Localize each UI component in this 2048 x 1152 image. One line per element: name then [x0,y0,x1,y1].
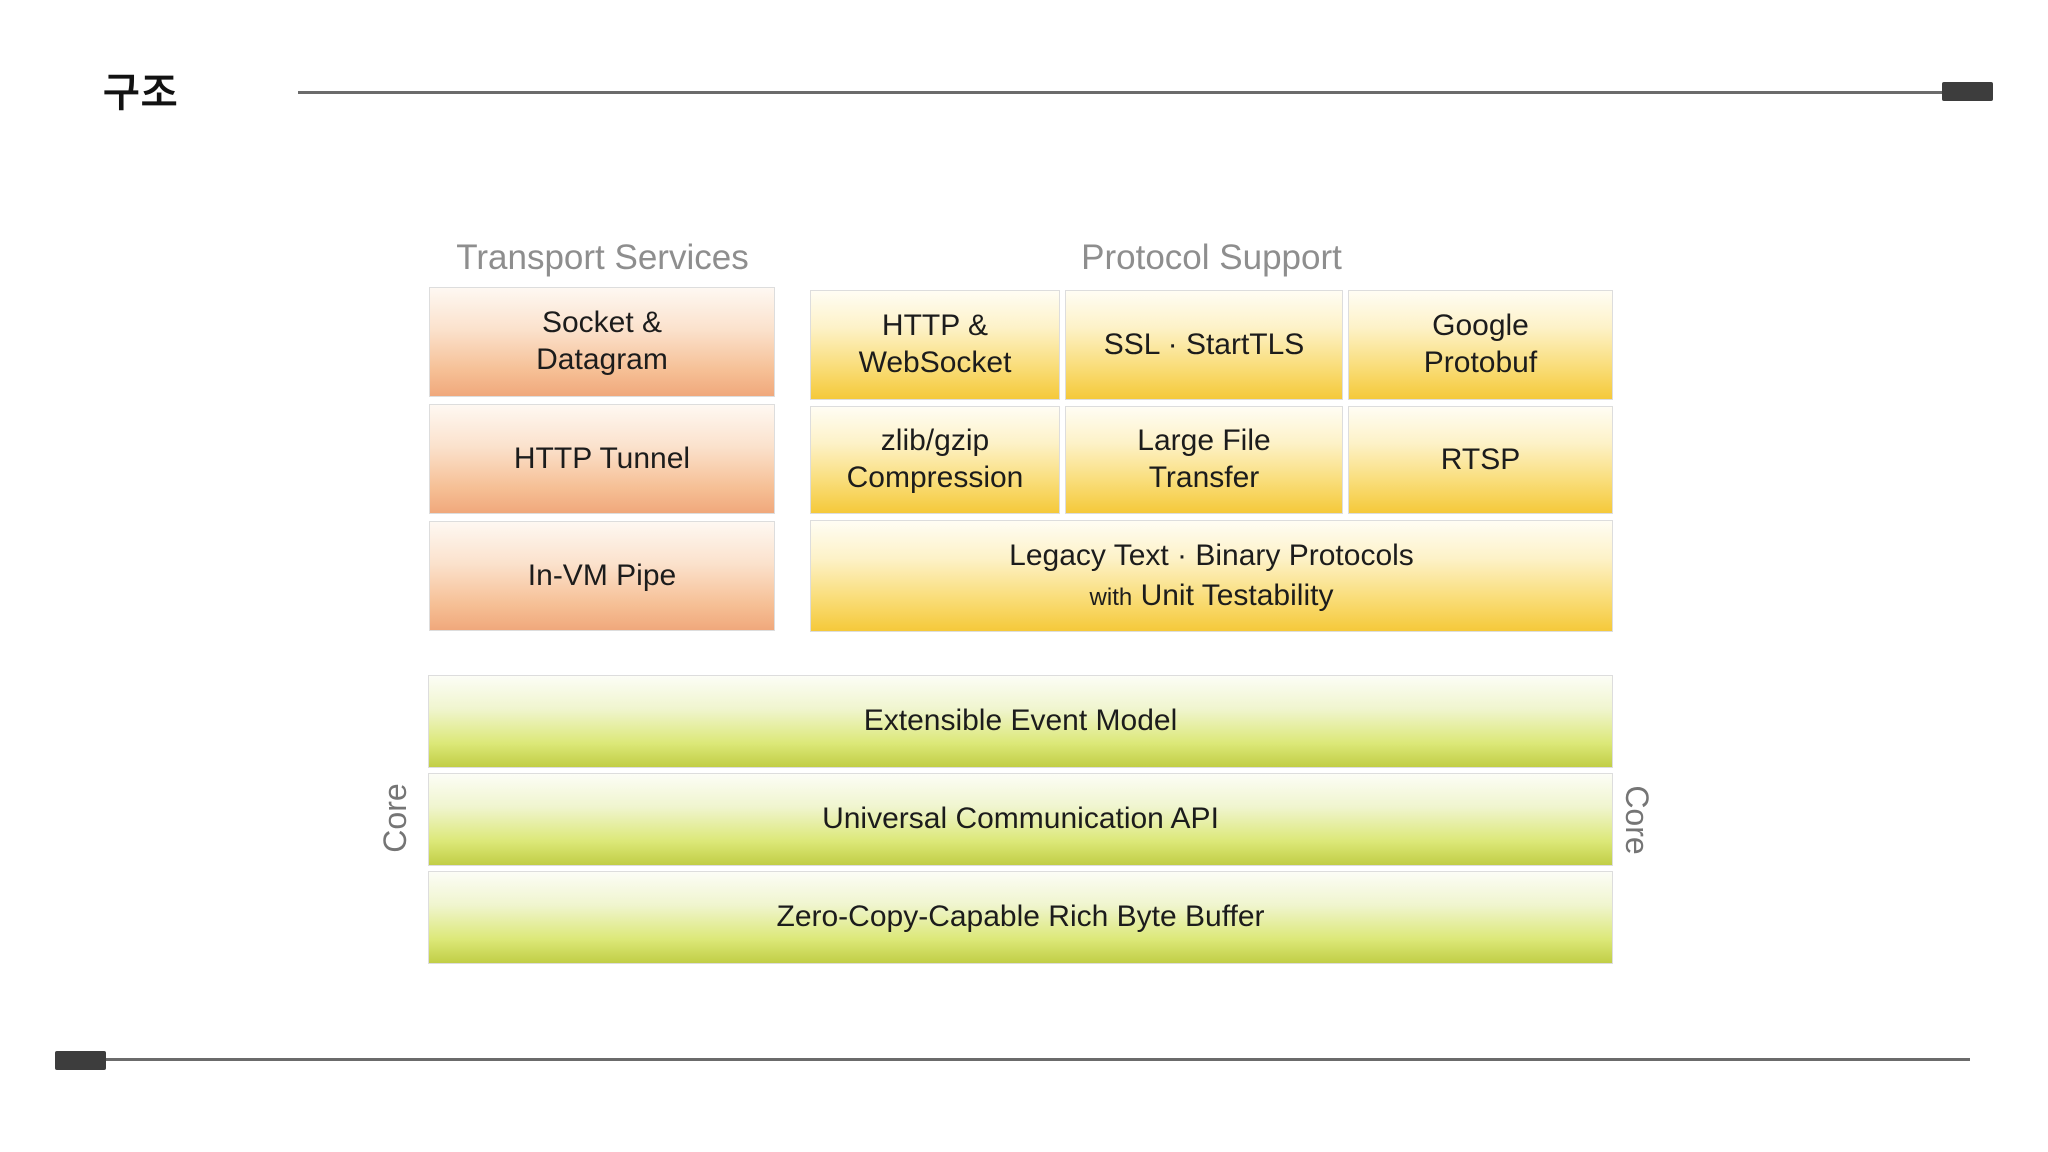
core-label-left: Core [377,783,413,853]
legacy-line1: Legacy Text · Binary Protocols [1009,538,1414,572]
top-accent-bar [1942,82,1993,101]
page-title: 구조 [103,71,179,115]
protocol-box-http-websocket: HTTP & WebSocket [810,290,1060,400]
legacy-with-word: with [1089,583,1133,611]
transport-box-invm-pipe: In-VM Pipe [429,521,775,631]
legacy-line2: with Unit Testability [1090,578,1334,615]
bottom-divider-line [103,1058,1970,1061]
core-layer-zero-copy-byte-buffer: Zero-Copy-Capable Rich Byte Buffer [428,871,1613,964]
top-divider-line [298,91,1943,94]
core-group: Extensible Event Model Universal Communi… [428,675,1613,964]
transport-services-group: Socket & Datagram HTTP Tunnel In-VM Pipe [429,287,775,631]
protocol-box-large-file-transfer: Large File Transfer [1065,406,1343,514]
protocol-box-google-protobuf: Google Protobuf [1348,290,1613,400]
protocol-box-rtsp: RTSP [1348,406,1613,514]
bottom-accent-bar [55,1051,106,1070]
protocol-box-legacy-protocols: Legacy Text · Binary Protocols with Unit… [810,520,1613,632]
core-layer-extensible-event-model: Extensible Event Model [428,675,1613,768]
core-label-right: Core [1619,785,1655,855]
transport-box-http-tunnel: HTTP Tunnel [429,404,775,514]
protocol-support-header: Protocol Support [1081,238,1342,277]
transport-services-header: Transport Services [456,238,749,277]
core-layer-universal-communication-api: Universal Communication API [428,773,1613,866]
transport-box-socket-datagram: Socket & Datagram [429,287,775,397]
legacy-line2-text: Unit Testability [1140,578,1334,612]
protocol-support-group: HTTP & WebSocket SSL · StartTLS Google P… [810,290,1613,632]
protocol-box-zlib-gzip-compression: zlib/gzip Compression [810,406,1060,514]
protocol-box-ssl-starttls: SSL · StartTLS [1065,290,1343,400]
